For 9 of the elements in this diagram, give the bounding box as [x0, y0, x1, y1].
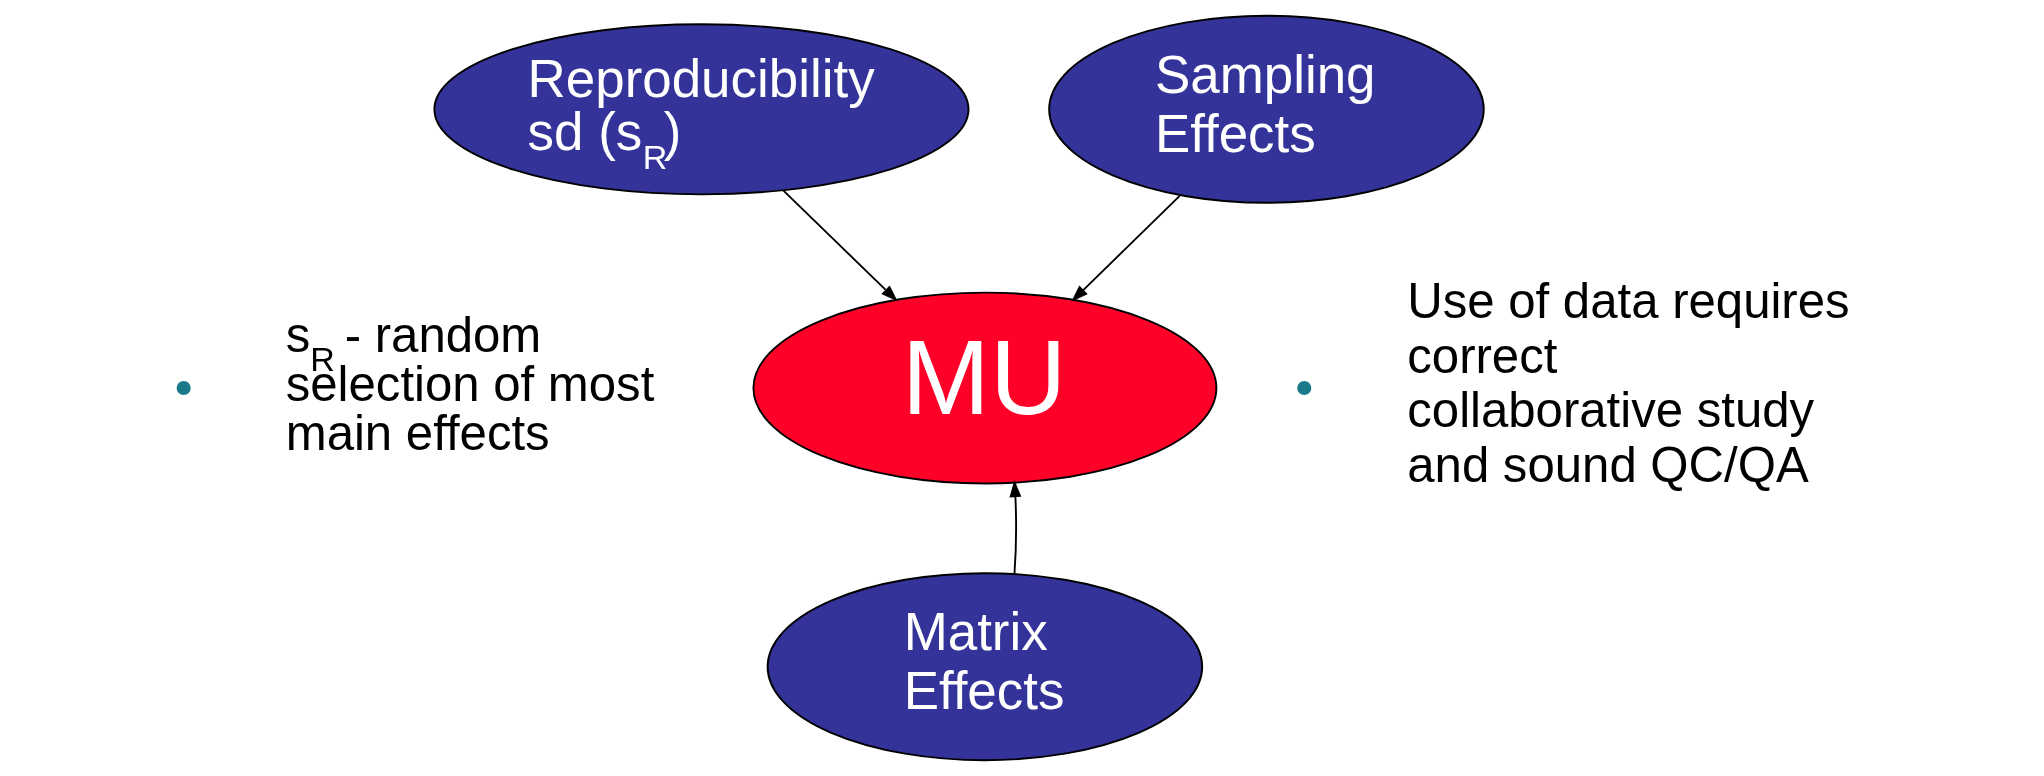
- arrow: [782, 189, 898, 302]
- arrow: [1071, 194, 1181, 302]
- label: Use of data requires correct collaborative study and sound QC/QA: [1407, 273, 1850, 493]
- node-ellipse: Sampling Effects: [1048, 14, 1485, 204]
- node-ellipse: MU: [752, 291, 1218, 485]
- arrow: [1009, 480, 1022, 575]
- label: s$_{R}$ - random selection of most main effects: [285, 307, 655, 460]
- node-ellipse: Reproducibility sd (s$_{R}$): [433, 23, 970, 196]
- node-ellipse: Matrix Effects: [766, 572, 1204, 762]
